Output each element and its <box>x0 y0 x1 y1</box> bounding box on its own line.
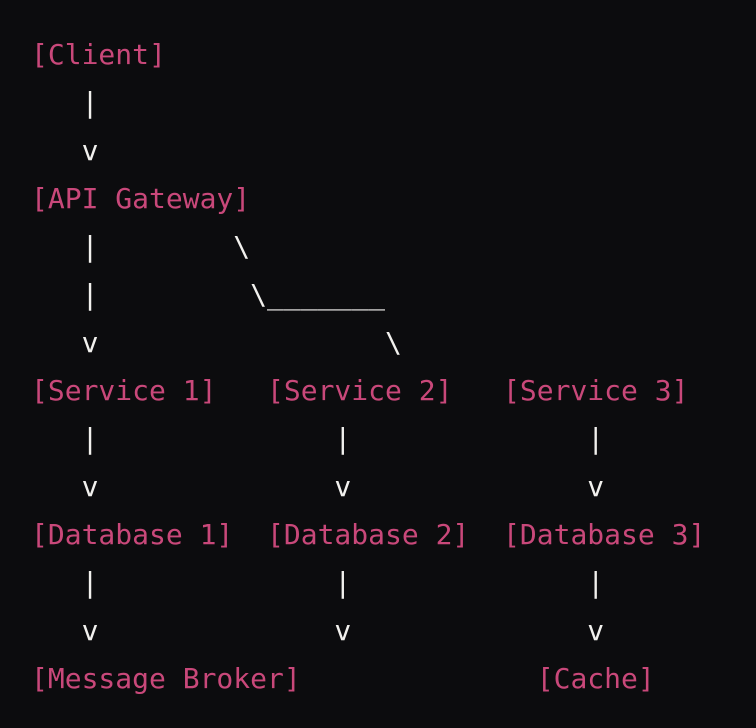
diagram-line: v v v <box>31 463 756 511</box>
connector-databases-down-lines: | | | <box>31 566 605 599</box>
diagram-line: | <box>31 79 756 127</box>
node-labels-services: [Service 1] [Service 2] [Service 3] <box>31 374 689 407</box>
diagram-line: [API Gateway] <box>31 175 756 223</box>
diagram-line: [Database 1] [Database 2] [Database 3] <box>31 511 756 559</box>
connector-gateway-branch-row-1: | \ <box>31 230 251 263</box>
node-label-api-gateway: [API Gateway] <box>31 182 251 215</box>
diagram-line: v \ <box>31 319 756 367</box>
connector-gateway-branch-row-3: v \ <box>31 326 402 359</box>
connector-client-to-gateway-arrowhead: v <box>31 134 99 167</box>
diagram-line: v v v <box>31 607 756 655</box>
diagram-line: | \ <box>31 223 756 271</box>
diagram-line: v <box>31 127 756 175</box>
diagram-line: | | | <box>31 559 756 607</box>
diagram-line: | \_______ <box>31 271 756 319</box>
node-label-client: [Client] <box>31 38 166 71</box>
connector-databases-down-arrowheads: v v v <box>31 614 605 647</box>
diagram-line: [Service 1] [Service 2] [Service 3] <box>31 367 756 415</box>
connector-services-to-databases-arrowheads: v v v <box>31 470 605 503</box>
diagram-line: | | | <box>31 415 756 463</box>
diagram-line: [Message Broker] [Cache] <box>31 655 756 703</box>
connector-gateway-branch-row-2: | \_______ <box>31 278 386 311</box>
connector-services-to-databases-lines: | | | <box>31 422 605 455</box>
diagram-line: [Client] <box>31 31 756 79</box>
node-labels-broker-and-cache: [Message Broker] [Cache] <box>31 662 655 695</box>
node-labels-databases: [Database 1] [Database 2] [Database 3] <box>31 518 706 551</box>
connector-client-to-gateway-line: | <box>31 86 99 119</box>
